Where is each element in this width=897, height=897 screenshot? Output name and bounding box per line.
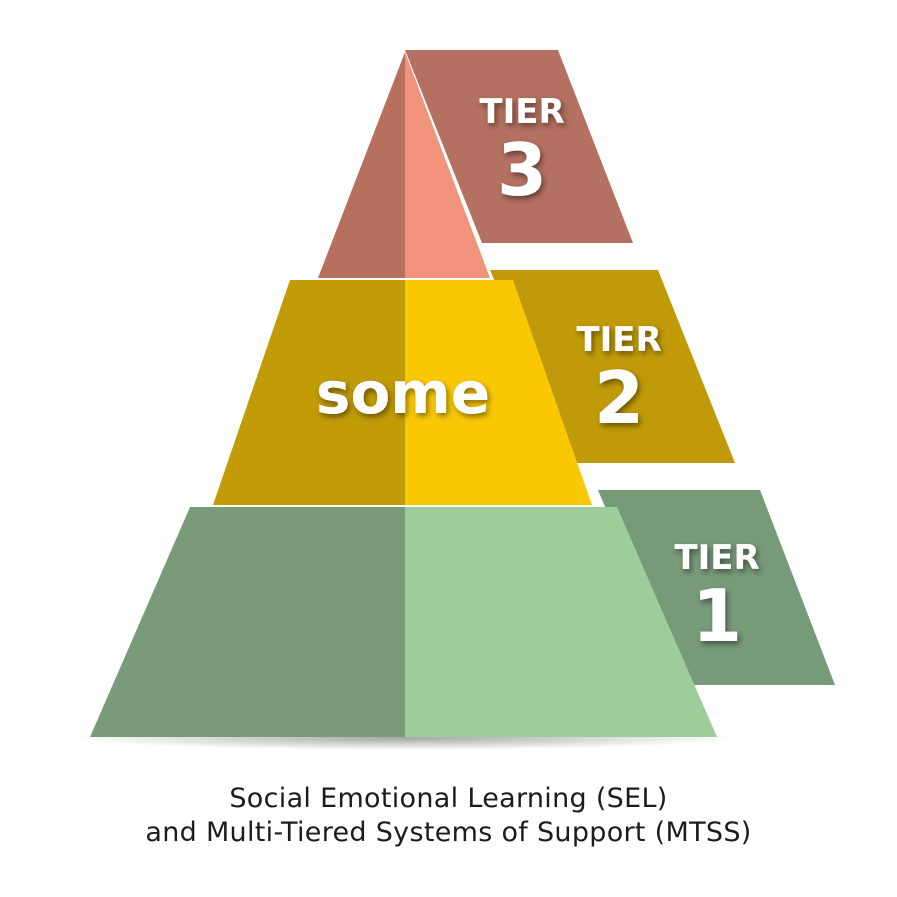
- tier-2-right-face: [405, 280, 592, 505]
- tier-2-label: some: [316, 359, 490, 427]
- tier-3-right-face: [405, 52, 490, 278]
- tier-2-number: 2: [594, 356, 644, 440]
- tier-1-word: TIER: [674, 538, 759, 578]
- tier-1-left-face: [90, 507, 405, 737]
- tier-3-word: TIER: [479, 92, 564, 132]
- tier-3-number: 3: [497, 128, 547, 212]
- tier-3-tab: [405, 50, 633, 243]
- tier-1-right-face: [405, 507, 717, 737]
- caption-line-1: Social Emotional Learning (SEL): [229, 783, 668, 814]
- tier-1-number: 1: [692, 574, 742, 658]
- tier-2-left-face: [213, 280, 405, 505]
- caption-line-2: and Multi-Tiered Systems of Support (MTS…: [145, 817, 752, 848]
- tier-2-word: TIER: [576, 320, 661, 360]
- tier-1-tab: [598, 490, 835, 685]
- tier-3-left-face: [318, 52, 405, 278]
